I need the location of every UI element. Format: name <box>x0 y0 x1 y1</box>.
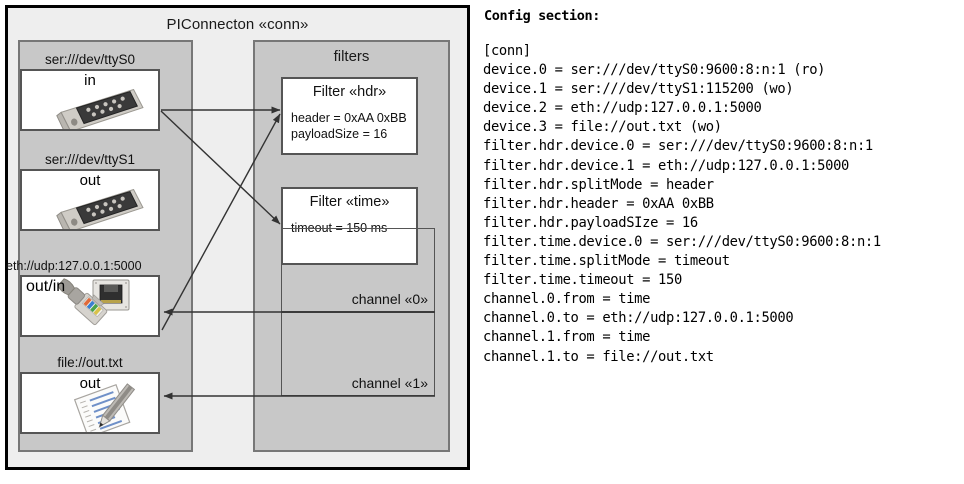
device-box-ttys1[interactable]: out <box>20 169 160 231</box>
filter-title-hdr: Filter «hdr» <box>312 84 387 100</box>
device-node-ttys0[interactable]: ser:///dev/ttyS0 in <box>20 52 160 131</box>
device-caption-ttys1: ser:///dev/ttyS1 <box>44 152 136 167</box>
device-direction-label-ttys1: out <box>79 172 101 189</box>
serial-db9-connector-icon <box>56 189 144 229</box>
config-body: [conn] device.0 = ser:///dev/ttyS0:9600:8… <box>483 42 881 367</box>
config-line: channel.1.from = time <box>483 329 651 346</box>
config-heading: Config section: <box>484 8 600 24</box>
diagram-title: PIConnecton «conn» <box>166 16 309 33</box>
config-line: filter.time.device.0 = ser:///dev/ttyS0:… <box>483 233 881 250</box>
device-caption-eth: eth://udp:127.0.0.1:5000 <box>6 259 142 273</box>
device-node-eth[interactable]: eth://udp:127.0.0.1:5000 out/in <box>6 258 160 337</box>
ethernet-rj45-icon <box>57 278 130 326</box>
config-line: filter.hdr.payloadSIze = 16 <box>483 214 698 231</box>
config-line: filter.time.splitMode = timeout <box>483 253 730 270</box>
filter-title-time: Filter «time» <box>309 194 390 210</box>
config-line: filter.time.timeout = 150 <box>483 272 682 289</box>
channel-label-0: channel «0» <box>351 291 428 307</box>
config-line: filter.hdr.header = 0xAA 0xBB <box>483 195 714 212</box>
device-caption-ttys0: ser:///dev/ttyS0 <box>44 52 136 67</box>
config-line: [conn] <box>483 43 531 59</box>
channel-box-1[interactable]: channel «1» <box>281 312 435 396</box>
config-line: filter.hdr.splitMode = header <box>483 176 714 193</box>
device-direction-label-ttys0: in <box>84 72 96 89</box>
channel-label-1: channel «1» <box>351 375 428 391</box>
filter-prop: header = 0xAA 0xBB <box>291 111 407 125</box>
channel-box-0[interactable]: channel «0» <box>281 228 435 312</box>
config-line: channel.0.from = time <box>483 291 651 308</box>
device-direction-label-file: out <box>79 375 101 392</box>
text-document-pencil-icon <box>73 383 136 432</box>
device-node-file[interactable]: file://out.txt out <box>20 355 160 434</box>
config-line: channel.0.to = eth://udp:127.0.0.1:5000 <box>483 310 794 327</box>
config-line: device.3 = file://out.txt (wo) <box>483 119 722 136</box>
filters-panel-title: filters <box>333 48 370 65</box>
connection-diagram: PIConnecton «conn» filters ser:///dev/tt… <box>0 0 478 484</box>
config-line: channel.1.to = file://out.txt <box>483 348 714 365</box>
device-box-eth[interactable]: out/in <box>20 275 160 337</box>
filter-prop: payloadSize = 16 <box>291 127 388 141</box>
serial-db9-connector-icon <box>56 89 144 129</box>
device-box-ttys0[interactable]: in <box>20 69 160 131</box>
device-caption-file: file://out.txt <box>57 355 123 370</box>
device-direction-label-eth: out/in <box>26 278 66 295</box>
config-line: filter.hdr.device.1 = eth://udp:127.0.0.… <box>483 157 849 174</box>
device-node-ttys1[interactable]: ser:///dev/ttyS1 out <box>20 152 160 231</box>
config-line: device.2 = eth://udp:127.0.0.1:5000 <box>483 100 762 117</box>
config-line: device.1 = ser:///dev/ttyS1:115200 (wo) <box>483 81 794 98</box>
device-box-file[interactable]: out <box>20 372 160 434</box>
filter-box-time[interactable]: Filter «time» timeout = 150 ms <box>281 187 418 265</box>
filter-props-hdr: header = 0xAA 0xBB payloadSize = 16 <box>291 110 407 142</box>
config-line: filter.hdr.device.0 = ser:///dev/ttyS0:9… <box>483 138 873 155</box>
config-line: device.0 = ser:///dev/ttyS0:9600:8:n:1 (… <box>483 62 826 79</box>
config-section: Config section: [conn] device.0 = ser:///… <box>480 0 964 484</box>
filter-box-hdr[interactable]: Filter «hdr» header = 0xAA 0xBB payloadS… <box>281 77 418 155</box>
